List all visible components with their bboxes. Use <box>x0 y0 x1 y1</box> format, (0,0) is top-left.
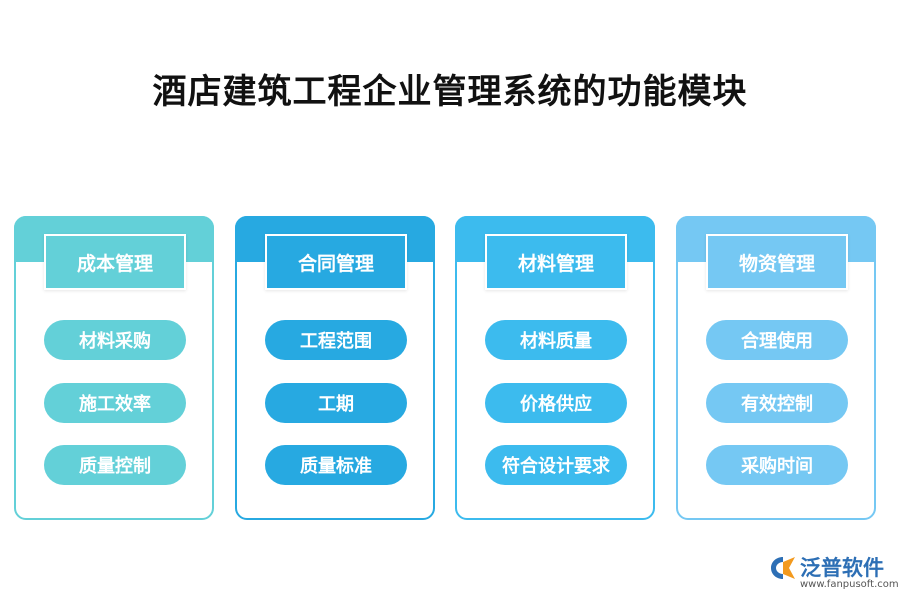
module-header: 材料管理 <box>485 234 627 290</box>
module-item: 有效控制 <box>706 383 848 423</box>
module-item: 质量标准 <box>265 445 407 485</box>
fanpu-logo-icon <box>771 557 795 579</box>
module-item: 符合设计要求 <box>485 445 627 485</box>
module-item: 工期 <box>265 383 407 423</box>
module-card-supplies: 物资管理 合理使用 有效控制 采购时间 <box>676 216 876 520</box>
module-item: 采购时间 <box>706 445 848 485</box>
module-header: 物资管理 <box>706 234 848 290</box>
module-header: 成本管理 <box>44 234 186 290</box>
module-item: 价格供应 <box>485 383 627 423</box>
brand-logo: 泛普软件 www.fanpusoft.com <box>770 552 899 594</box>
module-item: 施工效率 <box>44 383 186 423</box>
module-item: 质量控制 <box>44 445 186 485</box>
module-header: 合同管理 <box>265 234 407 290</box>
module-item: 合理使用 <box>706 320 848 360</box>
module-item: 材料采购 <box>44 320 186 360</box>
module-card-cost: 成本管理 材料采购 施工效率 质量控制 <box>14 216 214 520</box>
module-card-contract: 合同管理 工程范围 工期 质量标准 <box>235 216 435 520</box>
module-item: 工程范围 <box>265 320 407 360</box>
module-item: 材料质量 <box>485 320 627 360</box>
module-card-material: 材料管理 材料质量 价格供应 符合设计要求 <box>455 216 655 520</box>
page-title: 酒店建筑工程企业管理系统的功能模块 <box>152 72 748 112</box>
logo-url: www.fanpusoft.com <box>800 579 899 590</box>
logo-name: 泛普软件 <box>800 556 884 580</box>
